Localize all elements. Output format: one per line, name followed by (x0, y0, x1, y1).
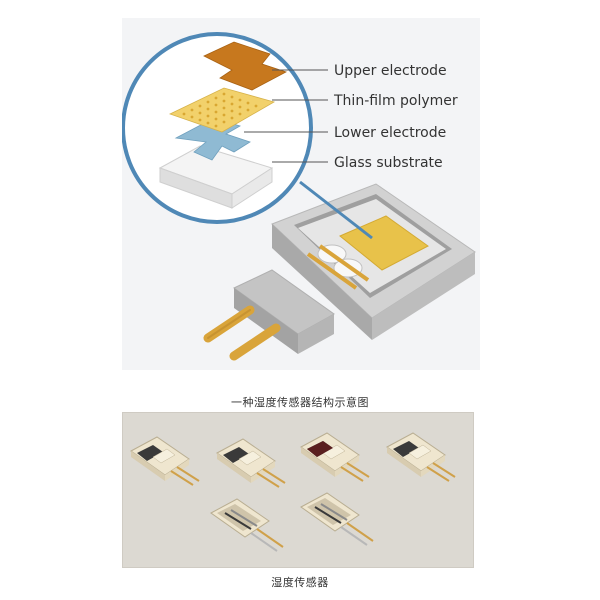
upper-electrode-layer (203, 41, 288, 91)
sensor-1 (130, 436, 200, 486)
sensor-5 (210, 498, 284, 552)
sensor-structure-diagram: Upper electrode Thin-film polymer Lower … (121, 18, 480, 370)
diagram-svg: Upper electrode Thin-film polymer Lower … (121, 32, 476, 361)
label-thin-film-polymer: Thin-film polymer (333, 93, 458, 109)
glass-substrate-layer (158, 145, 274, 209)
thin-film-polymer-layer (168, 87, 276, 133)
label-lower-electrode: Lower electrode (334, 125, 446, 141)
label-upper-electrode: Upper electrode (334, 63, 447, 79)
diagram-caption: 一种湿度传感器结构示意图 (231, 396, 369, 409)
zoom-circle (121, 32, 313, 224)
sensor-photo-svg (130, 432, 456, 552)
sensor-2 (216, 438, 286, 488)
leader-lines (244, 69, 328, 163)
sensor-photo (122, 412, 474, 568)
zoom-pointer-line (299, 180, 373, 240)
sensor-3 (300, 432, 370, 482)
label-glass-substrate: Glass substrate (334, 155, 443, 171)
sensor-pins (203, 305, 281, 361)
sensor-4 (386, 432, 456, 482)
sensor-housing (233, 183, 476, 354)
sensor-6 (300, 492, 374, 546)
photo-caption: 湿度传感器 (271, 576, 329, 589)
